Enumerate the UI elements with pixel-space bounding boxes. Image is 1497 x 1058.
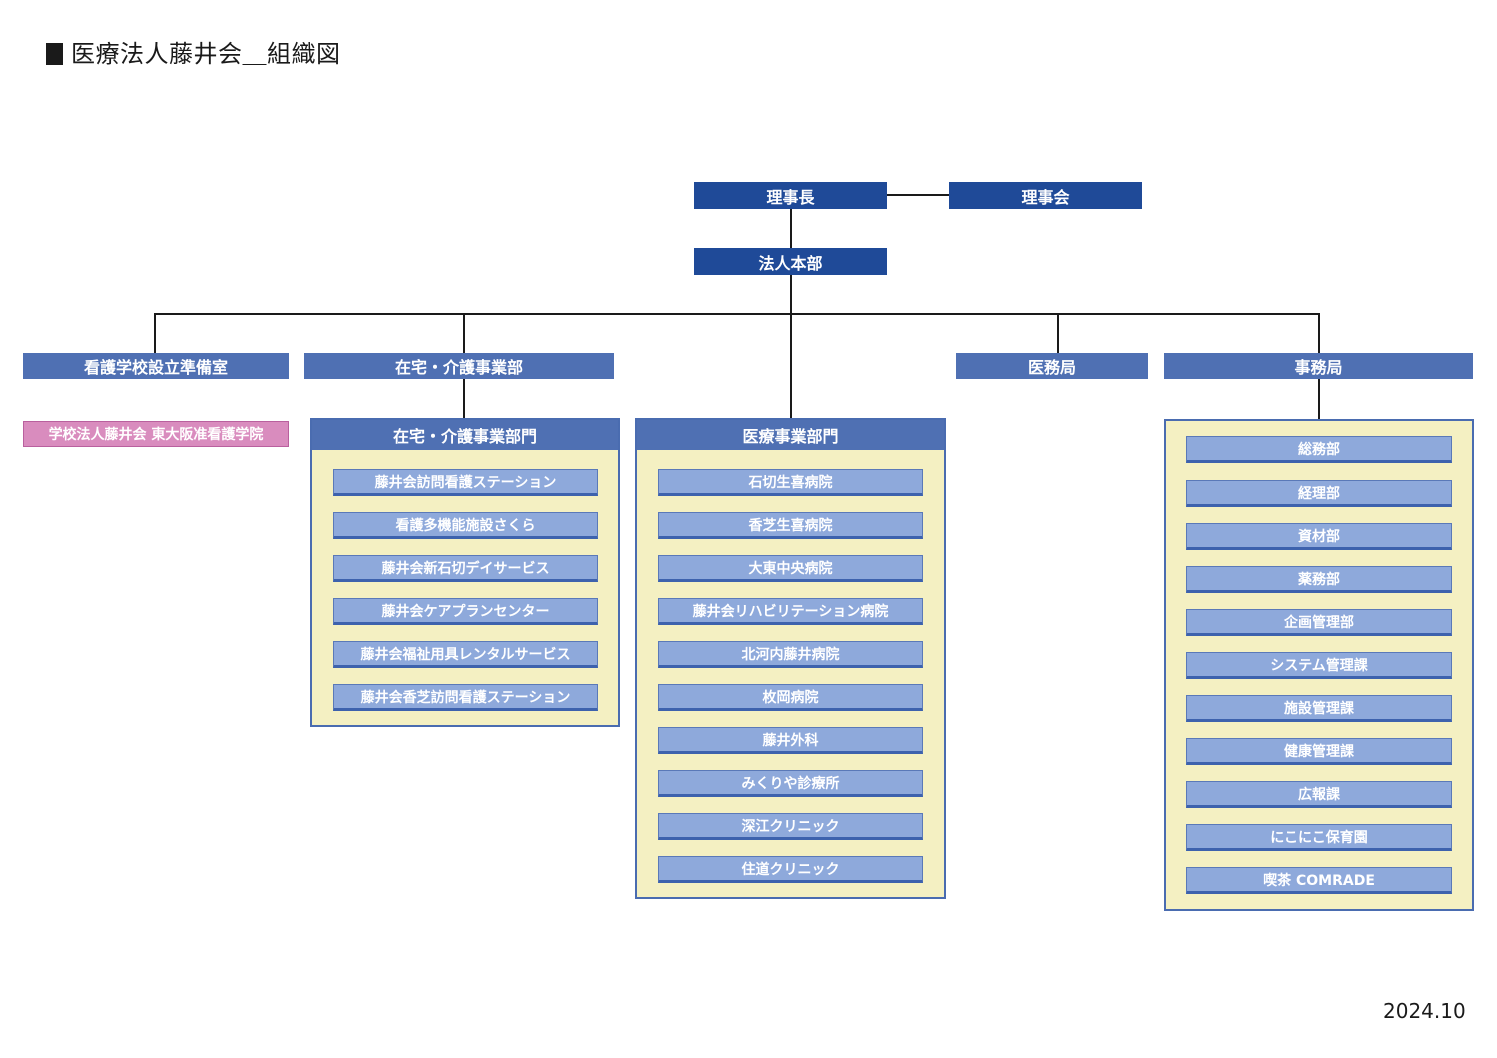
title-square-icon xyxy=(46,43,63,65)
list-item: 経理部 xyxy=(1186,480,1452,507)
connector-medical-affairs xyxy=(1057,313,1059,354)
list-item: 藤井会新石切デイサービス xyxy=(333,555,598,582)
connector-chairman-board xyxy=(886,194,949,196)
list-item: 藤井会リハビリテーション病院 xyxy=(658,598,923,625)
page-title: 医療法人藤井会＿組織図 xyxy=(71,40,341,68)
admin-division-panel: 総務部 経理部 資材部 薬務部 企画管理部 システム管理課 施設管理課 健康管理… xyxy=(1164,419,1474,911)
list-item: 住道クリニック xyxy=(658,856,923,883)
home-care-division-title: 在宅・介護事業部門 xyxy=(312,420,618,450)
list-item: 看護多機能施設さくら xyxy=(333,512,598,539)
headquarters-box: 法人本部 xyxy=(694,248,887,275)
home-care-department-box: 在宅・介護事業部 xyxy=(304,353,614,379)
list-item: 広報課 xyxy=(1186,781,1452,808)
list-item: 薬務部 xyxy=(1186,566,1452,593)
medical-division-title: 医療事業部門 xyxy=(637,420,944,450)
list-item: にこにこ保育園 xyxy=(1186,824,1452,851)
list-item: 藤井会ケアプランセンター xyxy=(333,598,598,625)
connector-admin-division xyxy=(1318,378,1320,420)
list-item: みくりや診療所 xyxy=(658,770,923,797)
list-item: 健康管理課 xyxy=(1186,738,1452,765)
admin-office-box: 事務局 xyxy=(1164,353,1473,379)
list-item: 藤井外科 xyxy=(658,727,923,754)
list-item: 喫茶 COMRADE xyxy=(1186,867,1452,894)
medical-affairs-box: 医務局 xyxy=(956,353,1148,379)
list-item: 北河内藤井病院 xyxy=(658,641,923,668)
connector-horizontal-bus xyxy=(154,313,1320,315)
chairman-box: 理事長 xyxy=(694,182,887,209)
board-box: 理事会 xyxy=(949,182,1142,209)
medical-division-panel: 医療事業部門 石切生喜病院 香芝生喜病院 大東中央病院 藤井会リハビリテーション… xyxy=(635,418,946,899)
home-care-division-panel: 在宅・介護事業部門 藤井会訪問看護ステーション 看護多機能施設さくら 藤井会新石… xyxy=(310,418,620,727)
school-box: 学校法人藤井会 東大阪准看護学院 xyxy=(23,421,289,447)
date-label: 2024.10 xyxy=(1383,999,1466,1023)
list-item: 藤井会福祉用具レンタルサービス xyxy=(333,641,598,668)
list-item: 藤井会訪問看護ステーション xyxy=(333,469,598,496)
list-item: 施設管理課 xyxy=(1186,695,1452,722)
connector-nursing-school xyxy=(154,313,156,354)
list-item: 総務部 xyxy=(1186,436,1452,463)
list-item: 深江クリニック xyxy=(658,813,923,840)
list-item: 石切生喜病院 xyxy=(658,469,923,496)
nursing-school-prep-box: 看護学校設立準備室 xyxy=(23,353,289,379)
connector-medical-division xyxy=(790,313,792,419)
list-item: 企画管理部 xyxy=(1186,609,1452,636)
list-item: 枚岡病院 xyxy=(658,684,923,711)
connector-chairman-hq xyxy=(790,208,792,249)
connector-home-care-division xyxy=(463,378,465,419)
connector-hq-down xyxy=(790,274,792,314)
connector-home-care xyxy=(463,313,465,354)
list-item: システム管理課 xyxy=(1186,652,1452,679)
list-item: 藤井会香芝訪問看護ステーション xyxy=(333,684,598,711)
list-item: 香芝生喜病院 xyxy=(658,512,923,539)
list-item: 資材部 xyxy=(1186,523,1452,550)
connector-admin xyxy=(1318,313,1320,354)
list-item: 大東中央病院 xyxy=(658,555,923,582)
